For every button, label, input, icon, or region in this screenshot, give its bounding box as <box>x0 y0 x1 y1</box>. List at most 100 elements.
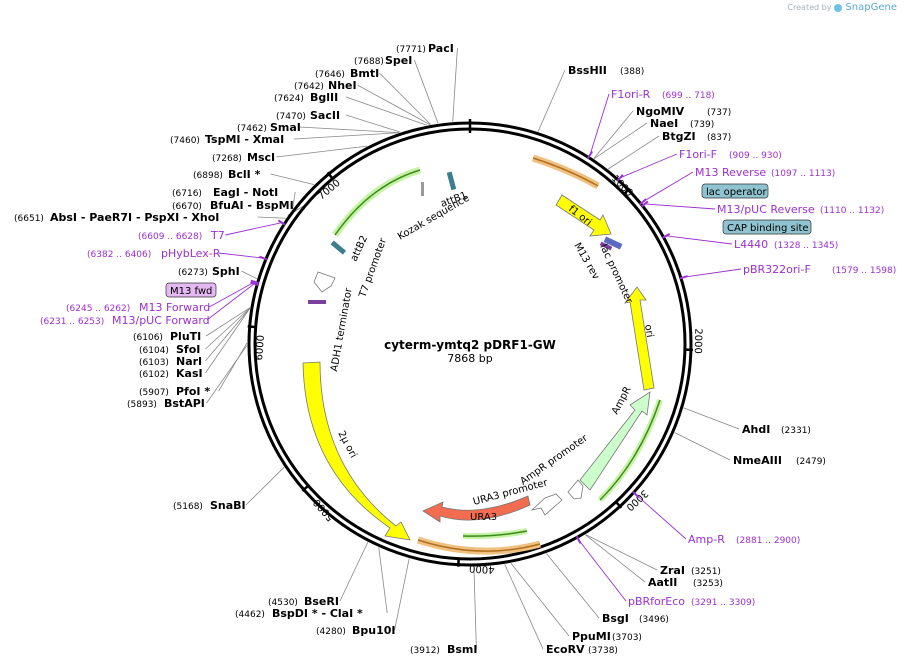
site-name[interactable]: PfoI * <box>176 385 210 398</box>
primer-name[interactable]: pHybLex-R <box>161 247 221 260</box>
site-leader-line <box>205 308 251 374</box>
feature-ura3[interactable] <box>422 495 531 523</box>
site-name[interactable]: BfuAI - BspMI <box>210 199 294 212</box>
site-name[interactable]: BsgI <box>602 612 629 625</box>
site-position: (7624) <box>274 94 304 104</box>
site-name[interactable]: BtgZI <box>662 130 696 143</box>
site-leader-line <box>504 564 544 650</box>
primer-labels: F1ori-R(699 .. 718)F1ori-F(909 .. 930)M1… <box>40 88 896 608</box>
site-name[interactable]: ZraI <box>660 564 685 577</box>
site-name[interactable]: KasI <box>176 367 203 380</box>
site-name[interactable]: BsmI <box>447 643 478 656</box>
feature-ori[interactable] <box>624 286 655 391</box>
created-by-credit: Created by SnapGene <box>787 2 897 13</box>
feature-attb2[interactable] <box>330 240 347 255</box>
site-leader-line <box>292 191 296 209</box>
site-name[interactable]: BmtI <box>350 67 379 80</box>
site-name[interactable]: AbsI - PaeR7I - PspXI - XhoI <box>50 211 219 224</box>
site-leader-line <box>379 72 431 125</box>
primer-name[interactable]: L4440 <box>734 238 768 251</box>
box-cap-binding-site[interactable] <box>722 219 812 235</box>
primer-name[interactable]: M13/pUC Forward <box>112 314 210 327</box>
site-name[interactable]: NarI <box>176 355 202 368</box>
primer-name[interactable]: M13/pUC Reverse <box>717 203 815 216</box>
plasmid-name: cyterm-ymtq2 pDRF1-GW <box>384 338 556 352</box>
site-leader-line <box>585 534 646 583</box>
site-name[interactable]: BstAPI <box>164 397 205 410</box>
site-name[interactable]: Bpu10I <box>352 624 396 637</box>
plasmid-length: 7868 bp <box>447 352 492 365</box>
site-leader-line <box>683 407 740 430</box>
site-name[interactable]: EagI - NotI <box>213 186 278 199</box>
primer-leader-line <box>218 252 264 259</box>
label-ura3: URA3 <box>470 512 497 523</box>
primer-leader-line <box>619 153 678 179</box>
site-name[interactable]: BseRI <box>304 595 339 608</box>
primer-position: (909 .. 930) <box>729 151 782 161</box>
feature-lac-promoter[interactable] <box>603 236 623 250</box>
site-name[interactable]: SphI <box>212 265 240 278</box>
site-name[interactable]: NheI <box>328 79 357 92</box>
primer-name[interactable]: Amp-R <box>688 533 725 546</box>
site-position: (737) <box>707 108 731 118</box>
feature-ura3-promoter[interactable] <box>530 493 563 516</box>
site-name[interactable]: TspMI - XmaI <box>205 133 284 146</box>
feature-adh1-terminator <box>308 300 326 304</box>
site-name[interactable]: PacI <box>428 42 454 55</box>
site-name[interactable]: BglII <box>310 91 338 104</box>
site-leader-lines <box>205 47 740 650</box>
label-lac-promoter: lac promoter <box>597 243 634 306</box>
feature-t7-promoter[interactable] <box>313 271 336 293</box>
site-leader-line <box>414 59 439 124</box>
label-ampr: AmpR <box>610 385 634 417</box>
orf-arrow-top-left-core <box>334 169 421 236</box>
primer-position: (1097 .. 1113) <box>771 169 835 179</box>
site-leader-line <box>339 542 369 602</box>
feature-attb1[interactable] <box>446 171 457 191</box>
primer-position: (6231 .. 6253) <box>40 317 104 327</box>
orf-arrow-top-right <box>531 154 600 190</box>
feature-f1-ori[interactable] <box>555 194 612 237</box>
site-leader-line <box>345 114 401 133</box>
primer-name[interactable]: F1ori-F <box>679 148 717 161</box>
site-name[interactable]: PpuMI <box>572 630 611 643</box>
site-name[interactable]: AhdI <box>742 423 770 436</box>
primer-name[interactable]: pBR322ori-F <box>743 263 811 276</box>
primer-name[interactable]: M13 Reverse <box>695 166 766 179</box>
feature-m13-rev[interactable] <box>599 241 613 251</box>
primer-name[interactable]: pBRforEco <box>628 595 685 608</box>
site-name[interactable]: PluTI <box>170 330 201 343</box>
site-name[interactable]: SpeI <box>385 54 412 67</box>
primer-marker <box>679 275 688 280</box>
ruler-tick-label: 6000 <box>254 335 267 361</box>
feature-2mu-ori[interactable] <box>302 361 411 541</box>
ruler-tick-label: 4000 <box>469 562 495 574</box>
orf-arrow-top-right-core <box>532 157 599 187</box>
site-name[interactable]: SacII <box>310 109 340 122</box>
site-position: (3703) <box>612 633 642 643</box>
site-name[interactable]: EcoRV <box>546 643 585 656</box>
site-position: (6103) <box>139 358 169 368</box>
site-leader-line <box>205 307 251 337</box>
site-name[interactable]: NaeI <box>650 117 678 130</box>
primer-name[interactable]: M13 Forward <box>139 301 210 314</box>
primer-name[interactable]: T7 <box>210 229 225 242</box>
site-name[interactable]: SnaBI <box>210 499 246 512</box>
primer-position: (3291 .. 3309) <box>691 598 755 608</box>
primer-name[interactable]: F1ori-R <box>611 88 651 101</box>
feature-ampr-promoter[interactable] <box>567 479 584 500</box>
primer-marker <box>632 491 640 498</box>
site-name[interactable]: MscI <box>247 151 275 164</box>
site-name[interactable]: NmeAIII <box>733 454 782 467</box>
site-name[interactable]: BclI * <box>228 168 261 181</box>
site-name[interactable]: BspDI * - ClaI * <box>272 607 363 620</box>
feature-ampr[interactable] <box>579 391 651 491</box>
site-position: (4462) <box>235 610 265 620</box>
site-name[interactable]: SfoI <box>176 343 200 356</box>
box-lac-operator[interactable] <box>701 183 769 199</box>
site-name[interactable]: AatII <box>648 576 677 589</box>
site-name[interactable]: NgoMIV <box>636 105 685 118</box>
site-name[interactable]: BssHII <box>568 64 607 77</box>
box-m13-fwd[interactable] <box>165 282 217 298</box>
site-name[interactable]: SmaI <box>270 121 301 134</box>
